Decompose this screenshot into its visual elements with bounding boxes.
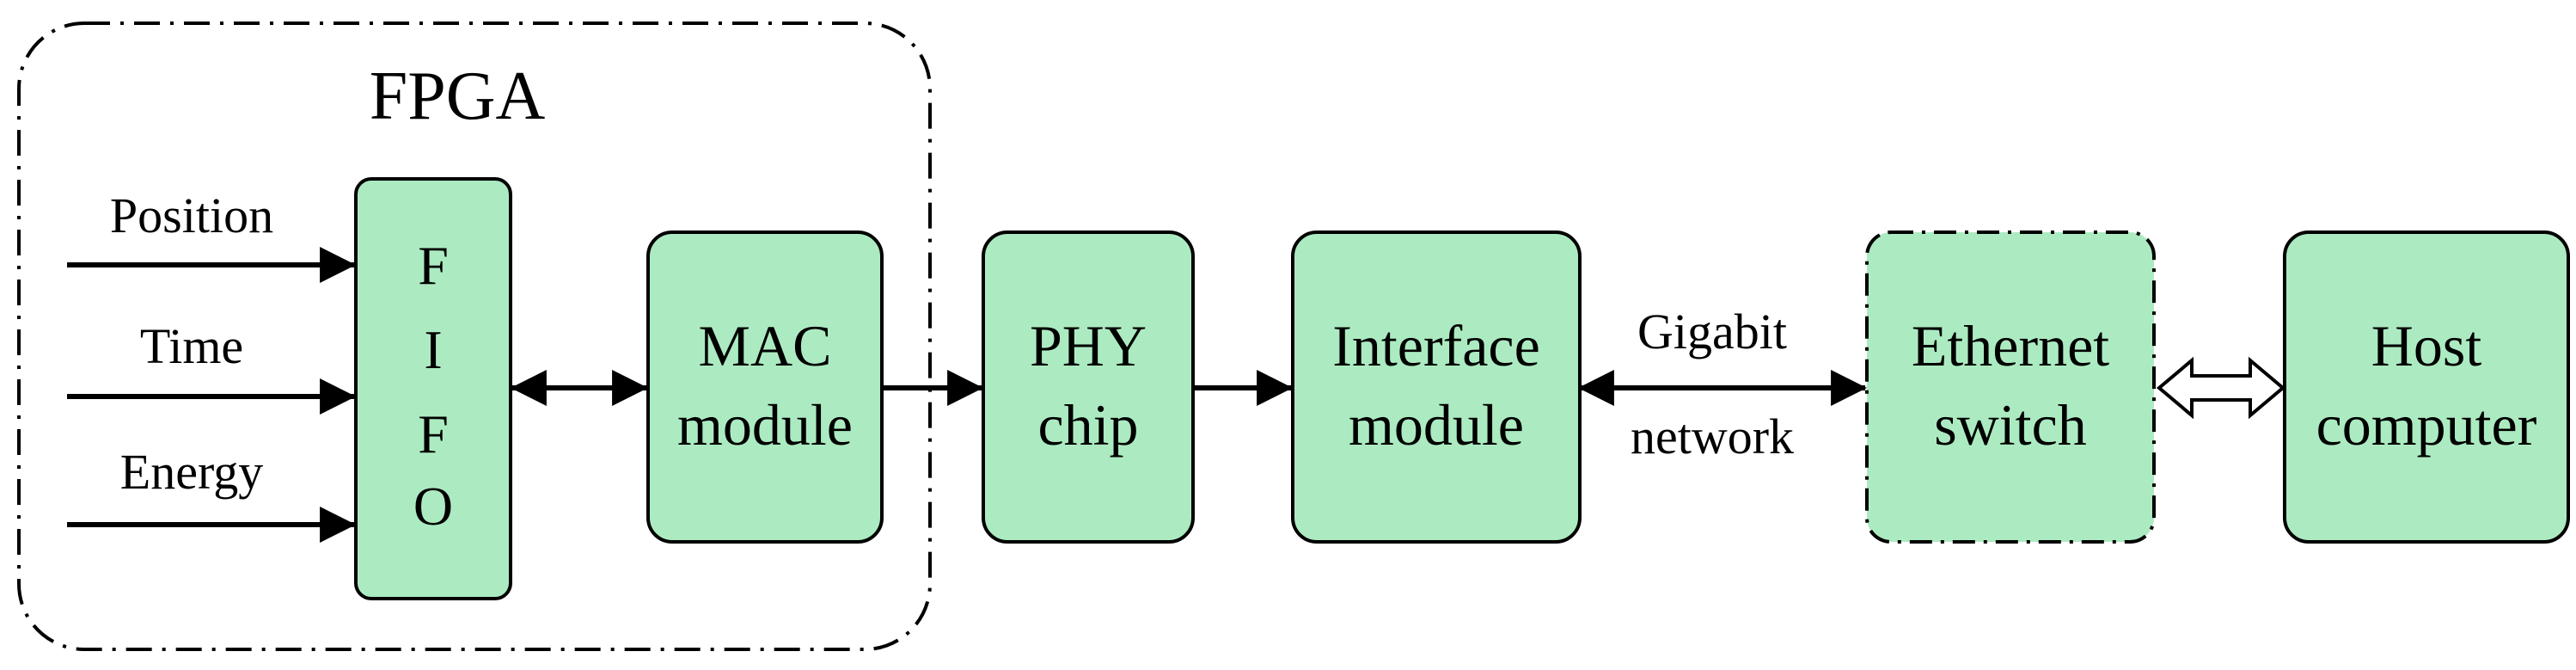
input-label-energy: Energy bbox=[120, 444, 263, 500]
mac-module-block bbox=[646, 231, 884, 544]
ethernet-switch-label-line2: switch bbox=[1934, 392, 2087, 458]
ethernet-switch-label-line1: Ethernet bbox=[1912, 313, 2109, 378]
phy-chip-label-line2: chip bbox=[1037, 392, 1138, 458]
fifo-letter-1: F bbox=[418, 235, 449, 296]
ethernet-switch-block bbox=[1865, 231, 2156, 544]
fpga-boundary bbox=[17, 22, 932, 651]
phy-chip-label-line1: PHY bbox=[1030, 313, 1147, 378]
link-label-line1: Gigabit bbox=[1637, 304, 1787, 360]
host-computer-label-line1: Host bbox=[2371, 313, 2482, 378]
phy-chip-block bbox=[982, 231, 1195, 544]
interface-module-block bbox=[1291, 231, 1582, 544]
mac-module-label-line2: module bbox=[677, 392, 853, 458]
host-computer-label-line2: computer bbox=[2316, 392, 2537, 458]
fifo-letter-3: F bbox=[418, 403, 449, 464]
interface-module-label-line1: Interface bbox=[1332, 313, 1540, 378]
host-computer-block bbox=[2283, 231, 2570, 544]
input-label-time: Time bbox=[140, 318, 243, 374]
link-label-line2: network bbox=[1631, 409, 1794, 464]
fifo-letter-4: O bbox=[413, 476, 453, 537]
fpga-title: FPGA bbox=[370, 58, 546, 134]
hollow-arrow-switch-host bbox=[2156, 356, 2286, 420]
input-label-position: Position bbox=[110, 187, 273, 243]
fifo-letter-2: I bbox=[424, 319, 442, 380]
interface-module-label-line2: module bbox=[1349, 392, 1524, 458]
mac-module-label-line1: MAC bbox=[699, 313, 832, 378]
